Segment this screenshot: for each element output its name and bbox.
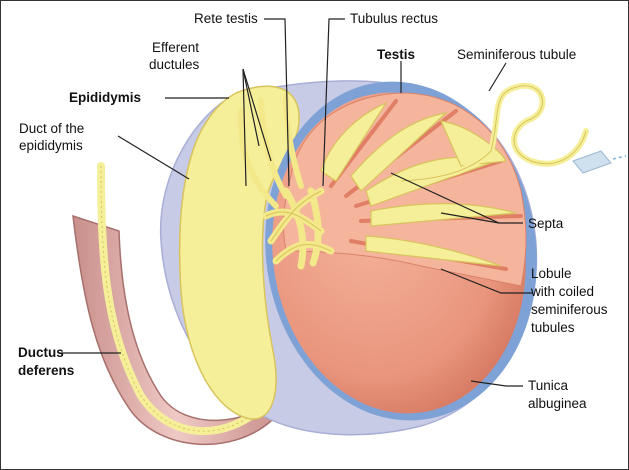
label-testis: Testis: [377, 47, 415, 63]
label-tubulus-rectus: Tubulus rectus: [350, 11, 438, 27]
label-tunica-albuginea-line1: Tunica: [528, 378, 568, 394]
label-seminiferous-tubule: Seminiferous tubule: [457, 47, 576, 63]
label-ductus-deferens-line2: deferens: [18, 363, 74, 379]
label-epididymis: Epididymis: [69, 90, 141, 106]
label-duct-epididymis-line2: epididymis: [19, 138, 83, 154]
label-lobule-line3: seminiferous: [531, 302, 608, 318]
label-efferent-ductules-line1: Efferent: [152, 40, 199, 56]
label-rete-testis: Rete testis: [194, 11, 258, 27]
label-tunica-albuginea-line2: albuginea: [528, 396, 587, 412]
label-lobule-line1: Lobule: [531, 266, 572, 282]
label-lobule-line2: with coiled: [531, 284, 594, 300]
label-duct-epididymis-line1: Duct of the: [19, 121, 84, 137]
label-septa: Septa: [528, 216, 563, 232]
label-lobule-line4: tubules: [531, 320, 575, 336]
tubule-cut-marker: [573, 151, 611, 173]
label-efferent-ductules-line2: ductules: [149, 57, 199, 73]
label-ductus-deferens-line1: Ductus: [18, 345, 64, 361]
